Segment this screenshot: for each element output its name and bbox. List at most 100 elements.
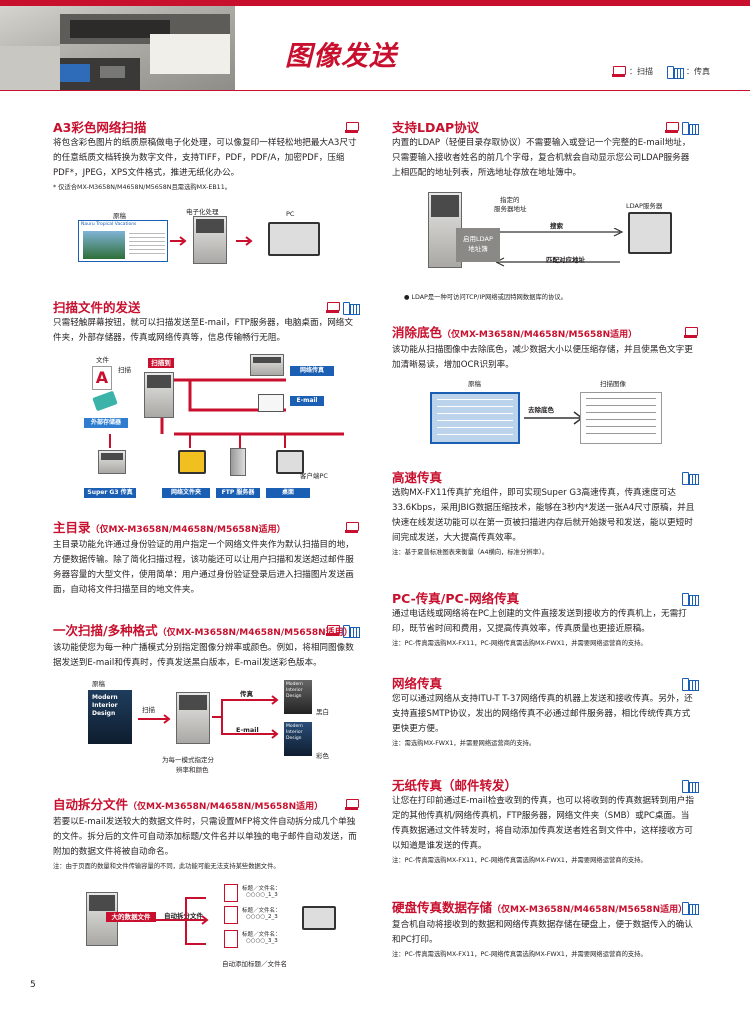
section-title: 无纸传真（邮件转发）: [392, 778, 518, 793]
fax-machine-icon: [250, 354, 284, 376]
scan-icon: [326, 302, 340, 313]
scanned-label: 扫描图像: [600, 380, 626, 388]
section-body: 您可以通过网络从支持ITU-T T-37网络传真的机器上发送和接收传真。另外，还…: [392, 694, 693, 734]
mfp-device: [176, 692, 210, 744]
section-body: 内置的LDAP（轻便目录存取协议）不需要输入或登记一个完整的E-mail地址，只…: [392, 138, 691, 178]
section-high-speed-fax: 高速传真 选购MX-FX11传真扩充组件，即可实现Super G3高速传真，传真…: [392, 470, 699, 558]
section-title: PC-传真/PC-网络传真: [392, 591, 520, 606]
section-note: 注：由于页面的数量和文件传输容量的不同，此功能可能无法支持某些数据文件。: [53, 863, 280, 870]
section-body: 该功能使您为每一种广播模式分别指定图像分辨率或颜色。例如，将相同图像数据发送到E…: [53, 643, 354, 668]
section-subtitle: （仅MX-M3658N/M4658N/M5658N适用）: [157, 628, 353, 638]
section-title: 一次扫描/多种格式: [53, 623, 158, 638]
section-hdd-fax-storage: 硬盘传真数据存储（仅MX-M3658N/M4658N/M5658N适用） 复合机…: [392, 900, 699, 960]
poster-line: Modern: [286, 682, 303, 687]
split-arrows: [156, 897, 209, 945]
poster-line: Interior: [286, 688, 303, 693]
scan-icon: [326, 625, 340, 636]
fax-icon: [343, 625, 360, 638]
pdf-icon: [224, 930, 238, 948]
ftp-box: FTP 服务器: [216, 488, 260, 498]
page-header: 图像发送 ：扫描 ：传真: [0, 6, 750, 92]
section-title: 支持LDAP协议: [392, 120, 480, 135]
digitize-label: 电子化处理: [186, 208, 219, 216]
doc-lines: [437, 399, 513, 435]
original-label: 原稿: [468, 380, 481, 388]
fax-machine-icon: [98, 450, 126, 474]
superg3-box: Super G3 传真: [84, 488, 136, 498]
mfp-device: [193, 216, 227, 264]
section-title: 自动拆分文件: [53, 797, 129, 812]
section-note: 注：PC-传真需选购MX-FX11，PC-网络传真需选购MX-FWX1，并需要网…: [392, 640, 647, 647]
scan-icon: [345, 522, 359, 533]
scan-icon: [665, 122, 679, 133]
fax-icon: [682, 902, 699, 915]
color-label: 彩色: [316, 752, 329, 760]
section-body: 让您在打印前通过E-mail检查收到的传真，也可以将收到的传真数据转到用户指定的…: [392, 796, 694, 851]
filename-3b: ○○○○_3_3: [246, 938, 278, 944]
scan-label: 扫描: [142, 706, 155, 714]
envelope-icon: [258, 394, 284, 412]
split-label: 自动拆分文件: [164, 912, 203, 920]
poster-bw: Modern Interior Design: [284, 680, 312, 714]
client-pc-label: 客户端PC: [300, 472, 328, 480]
scan-label: 扫描: [118, 366, 131, 374]
enable-label-2: 地址簿: [468, 245, 488, 253]
addr-label-2: 服务器地址: [494, 205, 527, 213]
server-label: LDAP服务器: [626, 202, 663, 210]
laptop-icon: [302, 906, 336, 930]
section-auto-split: 自动拆分文件（仅MX-M3658N/M4658N/M5658N适用） 若要以E-…: [53, 797, 359, 872]
laptop-icon: [268, 222, 320, 256]
doc-text-lines: [129, 233, 165, 257]
section-body: 复合机自动将接收到的数据和网络传真数据存储在硬盘上，便于数据传入的确认和PC打印…: [392, 920, 693, 945]
poster-line: Design: [286, 736, 302, 741]
section-body: 该功能从扫描图像中去除底色，减少数据大小以便压缩存储，并且使黑色文字更加清晰易读…: [392, 345, 693, 370]
section-ldap: 支持LDAP协议 内置的LDAP（轻便目录存取协议）不需要输入或登记一个完整的E…: [392, 120, 699, 181]
file-label: 文件: [96, 356, 109, 364]
section-title: 扫描文件的发送: [53, 300, 141, 315]
desktop-box: 桌面: [266, 488, 310, 498]
ldap-note: ● LDAP是一种可访问TCP/IP网络或因特网数据库的协议。: [404, 294, 567, 301]
header-rule: [0, 90, 750, 91]
section-pc-fax: PC-传真/PC-网络传真 通过电话线或网络将在PC上创建的文件直接发送到接收方…: [392, 591, 699, 649]
fax-label: 传真: [240, 690, 253, 698]
email-label: E-mail: [236, 726, 259, 734]
email-box: E-mail: [290, 396, 324, 406]
bigfile-box: 大的数据文件: [106, 912, 156, 922]
section-internet-fax: 网络传真 您可以通过网络从支持ITU-T T-37网络传真的机器上发送和接收传真…: [392, 676, 699, 749]
enable-label-1: 启用LDAP: [463, 235, 493, 243]
scanned-clean-doc: [580, 392, 662, 444]
fax-icon: [682, 122, 699, 135]
ldap-book-box: 启用LDAP 地址簿: [456, 228, 500, 262]
poster-line: Modern: [286, 724, 303, 729]
filename-1: 标题／文件名：: [242, 886, 281, 892]
fax-icon: [343, 302, 360, 315]
section-body: 若要以E-mail发送较大的数据文件时，只需设置MFP将文件自动拆分成几个单独的…: [53, 817, 357, 857]
scan-icon: [612, 66, 626, 77]
section-title: 消除底色: [392, 325, 443, 340]
mfp-device: [144, 372, 174, 418]
doc-header: Nauru Tropical Vacations: [81, 222, 137, 227]
remove-label: 去除底色: [528, 406, 554, 414]
arrow-icon: [170, 236, 187, 246]
section-multi-format: 一次扫描/多种格式（仅MX-M3658N/M4658N/M5658N适用） 该功…: [53, 623, 360, 671]
fax-icon: [682, 472, 699, 485]
server-icon: [628, 212, 672, 254]
page-title: 图像发送: [285, 41, 397, 72]
section-note: 注：需选购MX-FWX1，并需要网络运营商的支持。: [392, 740, 536, 747]
poster-line: Interior: [286, 730, 303, 735]
section-home-directory: 主目录（仅MX-M3658N/M4658N/M5658N适用） 主目录功能允许通…: [53, 520, 359, 598]
scan-icon: [684, 327, 698, 338]
original-label: 原稿: [113, 212, 126, 220]
ldap-diagram: 指定的 服务器地址 LDAP服务器 搜索 匹配对应地址 启用LDAP 地址簿 ●…: [400, 192, 690, 301]
multi-format-diagram: 原稿 Modern Interior Design 扫描 传真 E-mail M…: [80, 678, 350, 778]
section-subtitle: （仅MX-M3658N/M4658N/M5658N适用）: [128, 802, 324, 812]
section-body: 选购MX-FX11传真扩充组件，即可实现Super G3高速传真，传真速度可达3…: [392, 488, 695, 543]
section-note: 注：PC-传真需选购MX-FX11，PC-网络传真需选购MX-FWX1，并需要网…: [392, 857, 647, 864]
filename-2: 标题／文件名：: [242, 908, 281, 914]
original-label: 原稿: [92, 680, 105, 688]
section-body: 主目录功能允许通过身份验证的用户指定一个网络文件夹作为默认扫描目的地，方便数据传…: [53, 540, 354, 595]
split-arrows: [212, 695, 279, 739]
icon-legend: ：扫描 ：传真: [612, 66, 710, 79]
section-title: 硬盘传真数据存储: [392, 900, 493, 915]
poster-original: Modern Interior Design: [88, 690, 132, 744]
